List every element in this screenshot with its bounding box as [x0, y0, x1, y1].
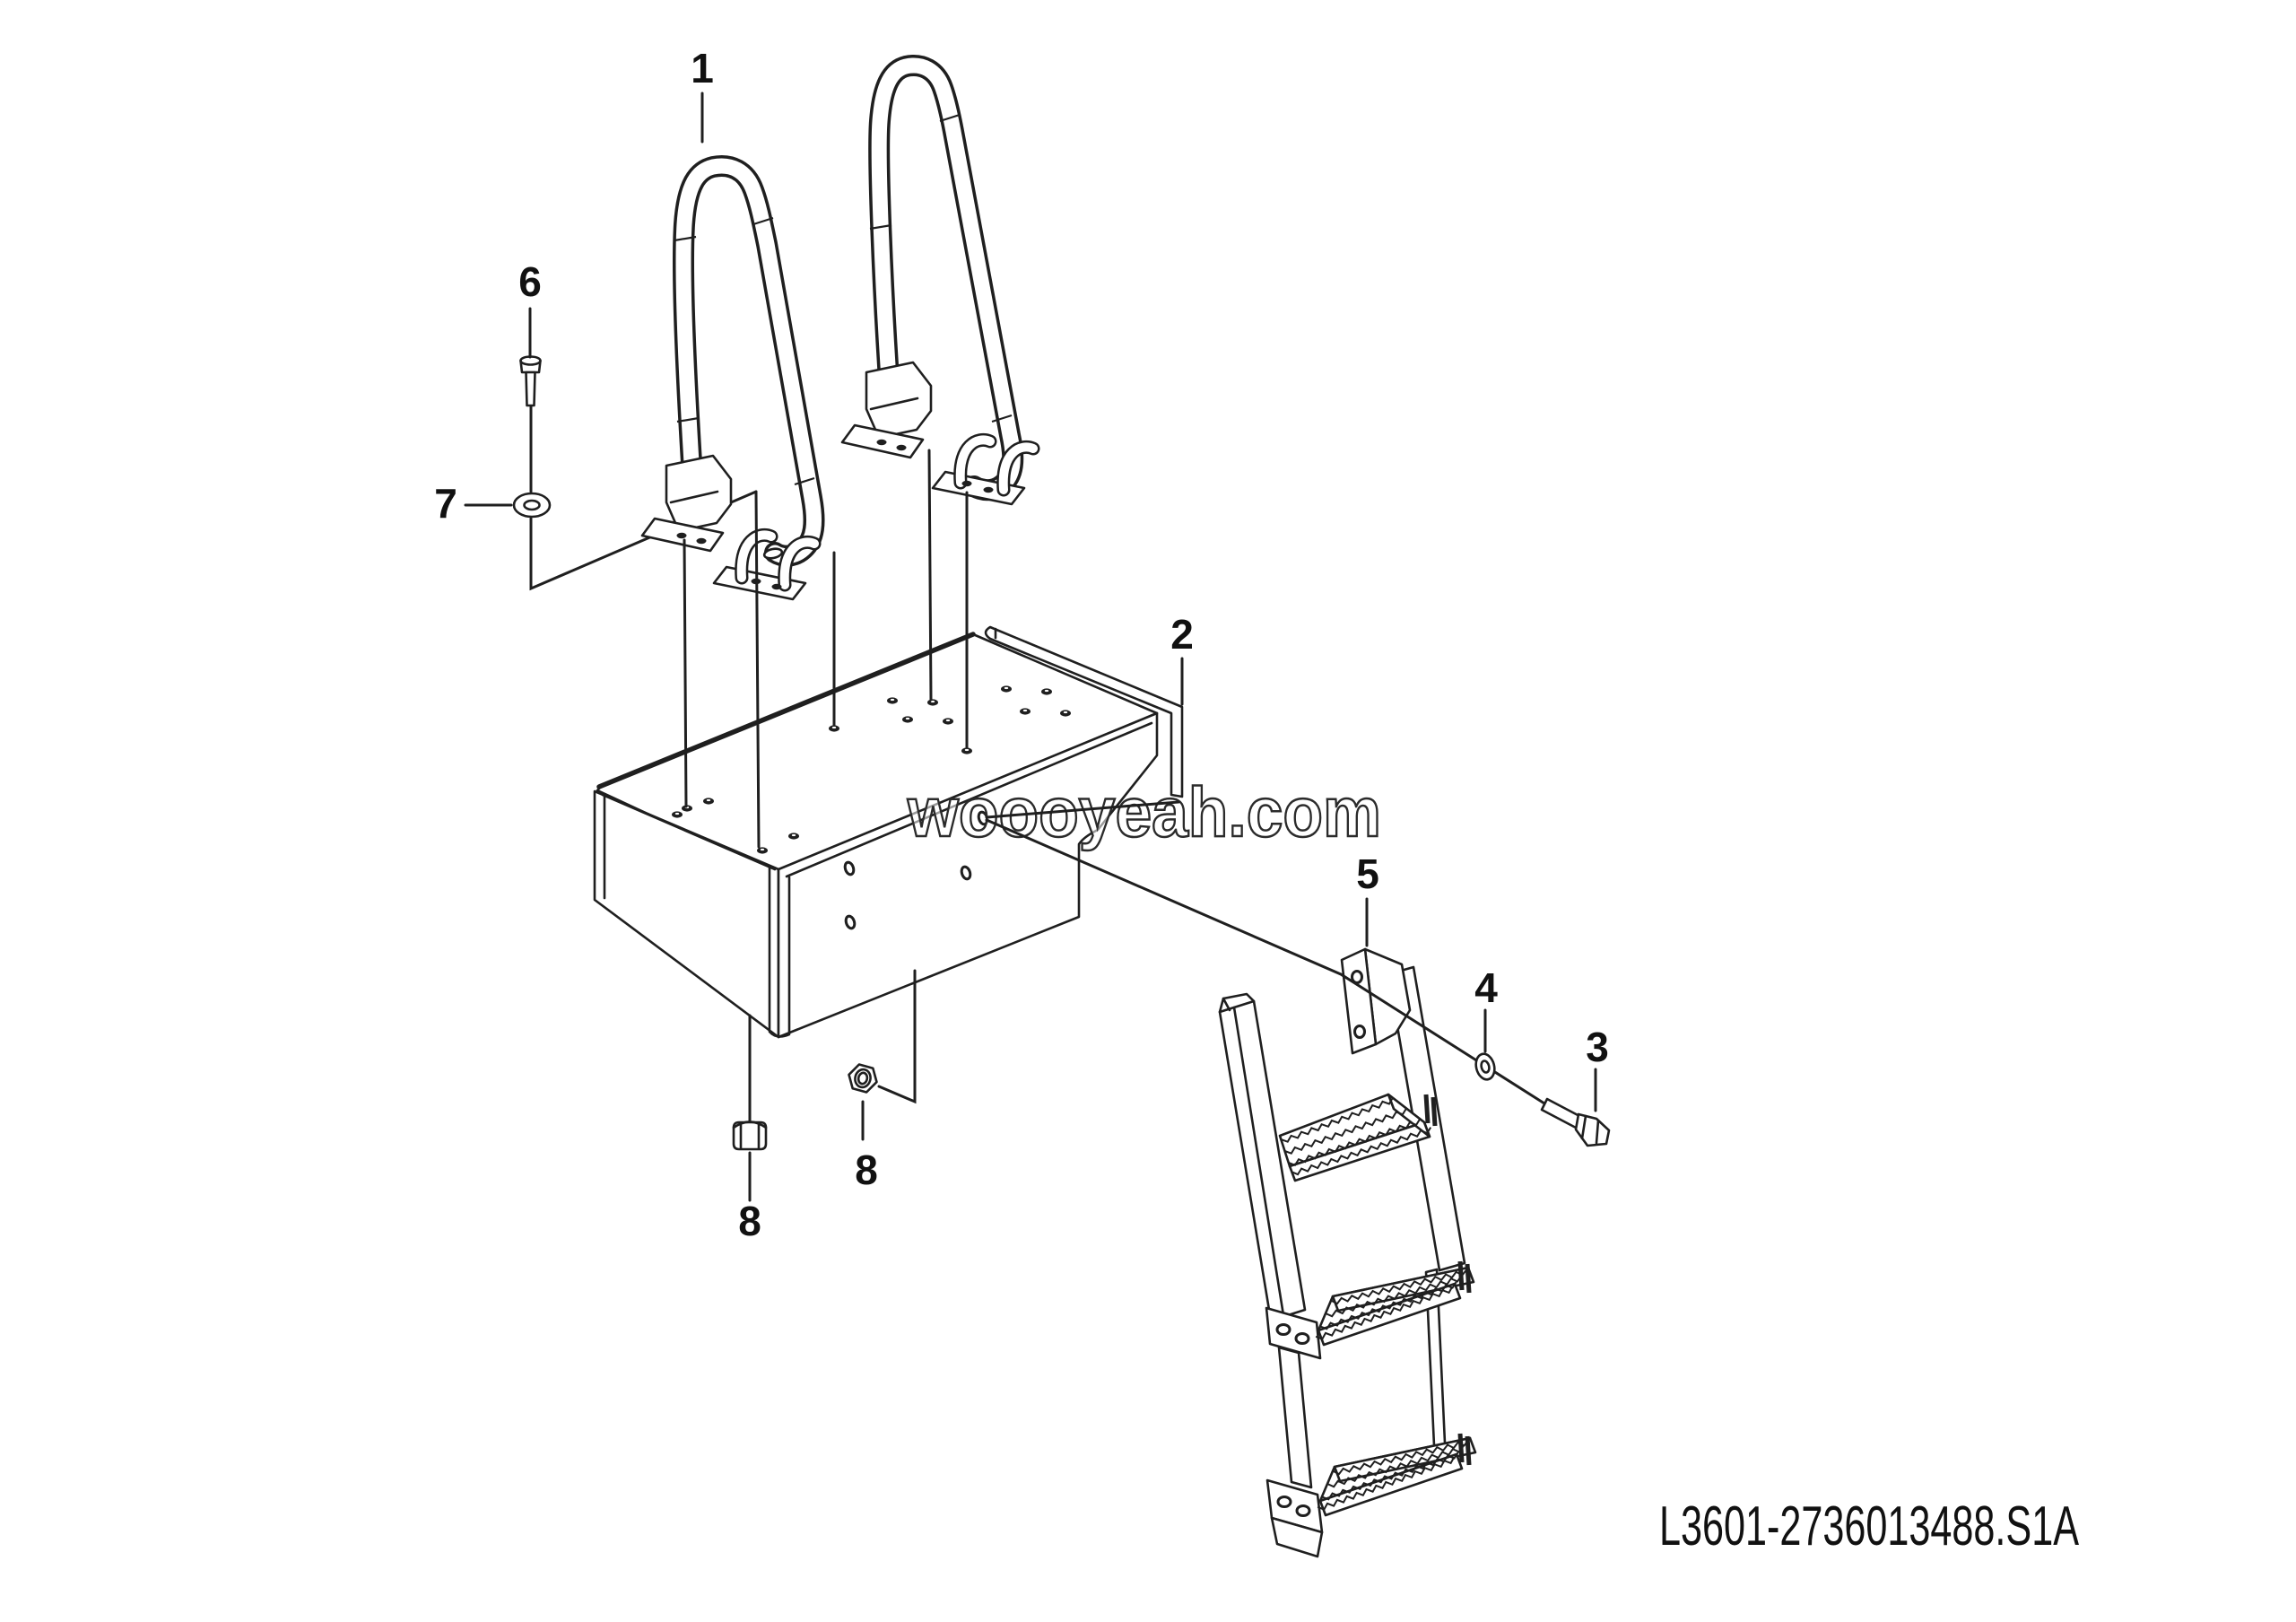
- watermark-text: woooyeah.com: [907, 772, 1381, 851]
- step-box: [593, 632, 1159, 1039]
- washer-7: [512, 492, 552, 519]
- callout-6: 6: [518, 258, 542, 305]
- bolt-6: [519, 355, 542, 407]
- callout-5: 5: [1356, 850, 1379, 897]
- ladder-left-rail: [1218, 999, 1307, 1322]
- callout-2: 2: [1170, 611, 1194, 658]
- callout-4: 4: [1474, 964, 1498, 1011]
- bolt-3: [1540, 1097, 1611, 1147]
- handle-left-foot-bracket: [640, 454, 733, 553]
- handle-right-tube-clamp: [931, 432, 1040, 506]
- nut-8-left: [732, 1121, 768, 1151]
- leader-lines-front: [683, 449, 969, 849]
- tread-serrations: [1280, 1097, 1469, 1511]
- access-ladder: [1218, 947, 1477, 1558]
- grab-handle-right: [840, 55, 1040, 506]
- handle-left-tube-clamp: [712, 528, 822, 601]
- bracket-leader: [985, 800, 1180, 819]
- nut-8-right: [848, 1063, 878, 1094]
- callout-1: 1: [691, 45, 714, 92]
- handle-right-foot-bracket: [840, 361, 933, 459]
- callout-3: 3: [1586, 1024, 1609, 1070]
- grab-handle-left: [640, 155, 825, 601]
- callout-8-right: 8: [855, 1147, 878, 1193]
- box-top-holes: [672, 685, 1071, 854]
- bracket-strip: [984, 625, 1184, 798]
- document-code: L3601-2736013488.S1A: [1659, 1496, 2079, 1557]
- washer-4: [1474, 1052, 1496, 1081]
- support-bracket: [984, 625, 1184, 798]
- callout-labels: 1 2 3 4 5 6 7 8 8: [434, 45, 1609, 1244]
- callout-8-left: 8: [738, 1198, 761, 1244]
- callout-7: 7: [434, 480, 457, 527]
- ladder-upper-plate: [1265, 1306, 1322, 1360]
